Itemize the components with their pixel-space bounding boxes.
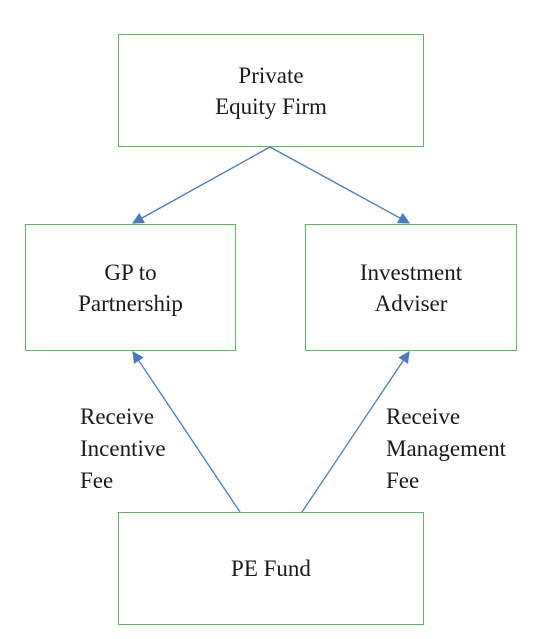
edge-label-management-line-3: Fee — [386, 468, 420, 493]
edge-firm-to-adviser — [269, 146, 411, 224]
node-investment-adviser: Investment Adviser — [305, 224, 517, 351]
edge-fund-to-adviser — [301, 351, 410, 513]
node-gp-line-2: Partnership — [78, 290, 183, 316]
node-pe-firm-line-2: Equity Firm — [215, 93, 327, 119]
edge-fund-to-gp — [132, 351, 241, 513]
edge-label-management-fee: Receive Management Fee — [386, 401, 506, 497]
node-pe-fund: PE Fund — [118, 512, 424, 625]
edge-label-incentive-line-2: Incentive — [80, 436, 166, 461]
node-gp-line-1: GP to — [104, 259, 157, 285]
node-gp-to-partnership: GP to Partnership — [25, 224, 236, 351]
edge-label-management-line-1: Receive — [386, 404, 461, 429]
node-private-equity-firm: Private Equity Firm — [118, 34, 424, 147]
edge-firm-to-gp — [131, 146, 271, 224]
node-adviser-line-1: Investment — [359, 259, 463, 285]
edge-label-incentive-fee: Receive Incentive Fee — [80, 401, 166, 497]
edge-label-management-line-2: Management — [386, 436, 507, 461]
node-adviser-line-2: Adviser — [374, 290, 448, 316]
node-pe-fund-line-1: PE Fund — [231, 556, 311, 581]
edge-label-incentive-line-1: Receive — [80, 404, 155, 429]
edge-label-incentive-line-3: Fee — [80, 468, 114, 493]
node-pe-firm-line-1: Private — [238, 62, 304, 88]
